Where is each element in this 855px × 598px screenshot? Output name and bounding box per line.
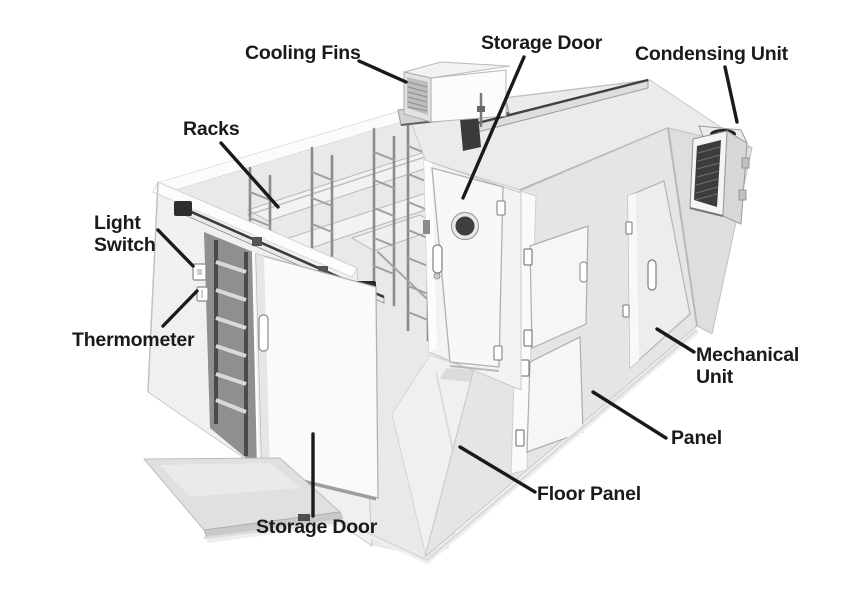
label-panel: Panel bbox=[671, 427, 723, 449]
loading-ramp bbox=[142, 457, 344, 539]
label-thermometer: Thermometer bbox=[72, 329, 195, 351]
thermometer-leader-line bbox=[161, 289, 199, 328]
rail-bracket-left bbox=[174, 201, 192, 216]
sliding-storage-door bbox=[255, 253, 379, 501]
label-light-switch: Light Switch bbox=[94, 212, 156, 257]
porthole-window bbox=[450, 211, 480, 241]
front-panel-doors bbox=[515, 225, 589, 453]
porthole-storage-door bbox=[431, 167, 506, 372]
cooling-fins-unit bbox=[397, 61, 511, 127]
mechanical-unit-door bbox=[622, 180, 691, 370]
rail-end-bracket bbox=[460, 115, 481, 151]
light-switch-leader-line bbox=[156, 228, 195, 268]
label-racks: Racks bbox=[183, 118, 240, 140]
panel-leader-line bbox=[591, 390, 668, 440]
doorway-ladder bbox=[214, 240, 248, 456]
upper-panel-door bbox=[529, 225, 589, 349]
storage-door-top-leader-line bbox=[461, 55, 526, 200]
cooling-fins-leader-line bbox=[357, 59, 408, 84]
panel-door-handle bbox=[579, 261, 588, 283]
label-cooling-fins: Cooling Fins bbox=[245, 42, 361, 64]
condensing-unit-leader-line bbox=[723, 65, 739, 124]
left-wall-top-rim bbox=[152, 181, 358, 278]
racks-leader-line bbox=[219, 141, 280, 209]
ground-shadow bbox=[203, 328, 699, 565]
leader-lines bbox=[156, 55, 739, 518]
sliding-door-handle bbox=[258, 314, 269, 352]
hinges bbox=[515, 248, 533, 447]
label-storage-door-bottom: Storage Door bbox=[256, 516, 378, 538]
door-handle bbox=[432, 244, 443, 274]
condensing-unit bbox=[689, 125, 750, 225]
label-condensing-unit: Condensing Unit bbox=[635, 43, 788, 65]
label-mechanical-unit: Mechanical Unit bbox=[696, 344, 800, 389]
label-floor-panel: Floor Panel bbox=[537, 483, 641, 505]
door-latch bbox=[423, 220, 430, 234]
mechanical-unit-leader-line bbox=[655, 327, 696, 354]
floor-panel-leader-line bbox=[458, 445, 537, 494]
mechanical-door-handle bbox=[647, 259, 657, 291]
label-storage-door-top: Storage Door bbox=[481, 32, 603, 54]
